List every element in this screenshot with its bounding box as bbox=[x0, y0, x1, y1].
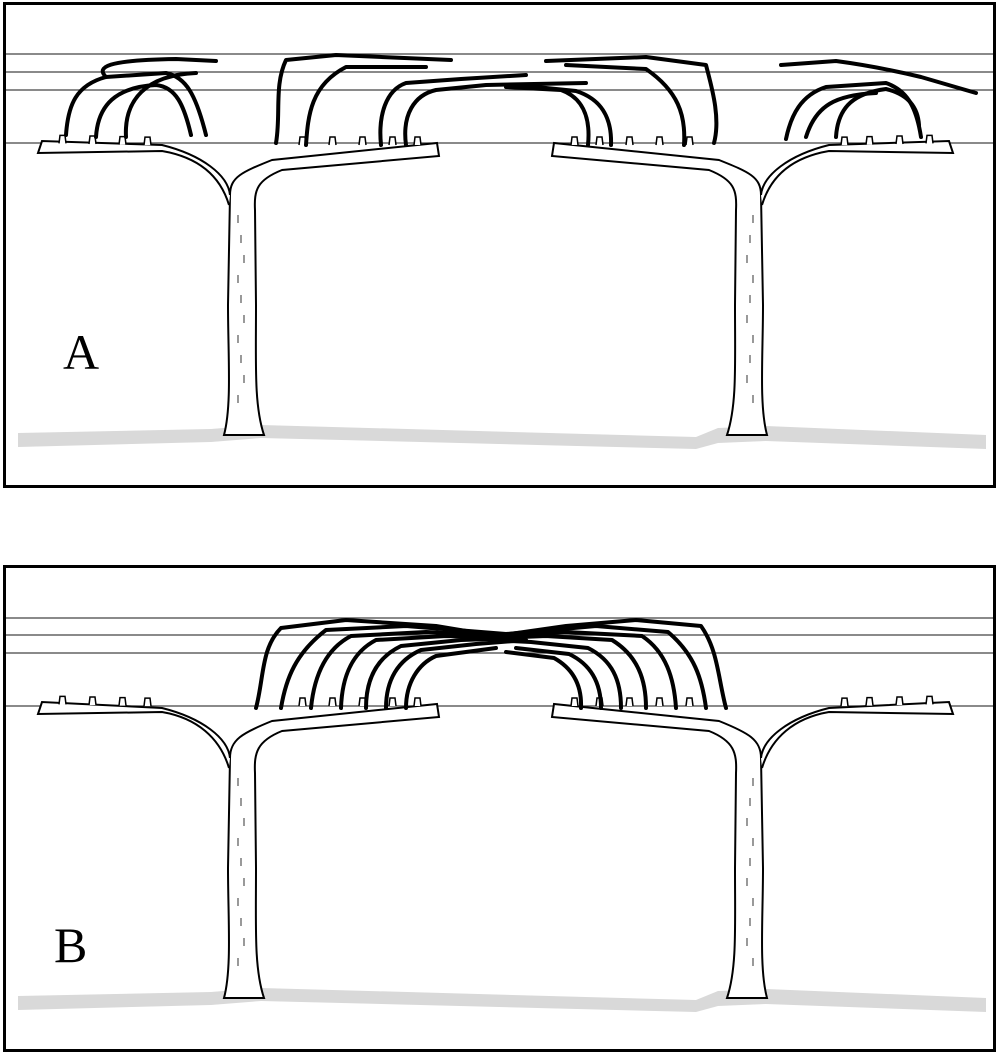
a-cane-2 bbox=[94, 83, 193, 139]
a-cane-15 bbox=[834, 87, 921, 139]
a-cane-6 bbox=[304, 65, 428, 147]
vine-a-right bbox=[550, 134, 955, 436]
b-cane-1 bbox=[254, 618, 498, 710]
vine-spur-b-right-5 bbox=[655, 697, 664, 707]
vine-trunk-b-left bbox=[222, 702, 441, 999]
vine-spur-a-right-8 bbox=[570, 136, 579, 146]
b-cane-4 bbox=[339, 634, 518, 710]
vine-spur-a-right-6 bbox=[625, 136, 634, 146]
a-cane-12 bbox=[544, 55, 719, 145]
a-cane-1 bbox=[64, 71, 208, 137]
vine-trunk-a-left bbox=[222, 141, 441, 436]
vine-spur-b-left-5 bbox=[328, 697, 337, 707]
vine-trunk-b-right bbox=[550, 702, 769, 999]
a-cane-11 bbox=[564, 63, 687, 147]
b-cane-7 bbox=[404, 646, 498, 710]
vine-spur-a-right-3 bbox=[840, 136, 849, 146]
vine-spur-a-left-1 bbox=[88, 135, 97, 145]
b-cane-12 bbox=[489, 638, 623, 710]
vine-spur-a-left-5 bbox=[328, 136, 337, 146]
b-cane-2 bbox=[279, 624, 508, 710]
vine-spur-b-left-3 bbox=[143, 697, 152, 707]
b-cane-13 bbox=[514, 646, 603, 710]
vine-b-left bbox=[36, 695, 441, 999]
vine-spur-a-right-2 bbox=[865, 135, 874, 145]
b-cane-5 bbox=[364, 636, 523, 710]
ground-shadow bbox=[18, 425, 986, 449]
vine-outer-arm-a-right bbox=[760, 139, 955, 206]
vine-a-left bbox=[36, 134, 441, 436]
vine-spur-a-left-0 bbox=[58, 134, 67, 144]
vine-spur-a-left-7 bbox=[388, 136, 397, 146]
vine-spur-a-left-3 bbox=[143, 136, 152, 146]
a-cane-16 bbox=[779, 59, 978, 95]
panel-label-a: A bbox=[63, 324, 100, 380]
vine-spur-b-right-6 bbox=[625, 697, 634, 707]
a-cane-5 bbox=[274, 53, 453, 145]
b-cane-10 bbox=[499, 630, 678, 710]
vine-spur-b-right-8 bbox=[570, 697, 579, 707]
vine-trunk-a-right bbox=[550, 141, 769, 436]
vine-spur-b-left-8 bbox=[413, 697, 422, 707]
vine-spur-a-right-1 bbox=[895, 135, 904, 145]
vine-spur-a-left-8 bbox=[413, 136, 422, 146]
panel-a: A bbox=[3, 2, 996, 488]
vine-spur-b-left-7 bbox=[388, 697, 397, 707]
ground-shadow bbox=[18, 988, 986, 1012]
b-cane-11 bbox=[494, 634, 648, 710]
vine-outer-arm-b-left bbox=[36, 700, 231, 769]
b-cane-3 bbox=[309, 630, 513, 710]
vine-spur-b-right-2 bbox=[865, 696, 874, 706]
a-cane-8 bbox=[403, 81, 588, 147]
vine-spur-b-right-3 bbox=[840, 697, 849, 707]
vine-spur-a-right-5 bbox=[655, 136, 664, 146]
b-cane-6 bbox=[384, 638, 528, 710]
vine-outer-arm-b-right bbox=[760, 700, 955, 769]
a-cane-10 bbox=[514, 83, 614, 147]
vine-spur-b-left-0 bbox=[58, 695, 67, 705]
vine-spur-a-left-2 bbox=[118, 135, 127, 145]
vine-b-right bbox=[550, 695, 955, 999]
vine-spur-a-right-4 bbox=[685, 136, 694, 146]
vine-spur-b-right-4 bbox=[685, 697, 694, 707]
vine-diagram-b bbox=[6, 617, 993, 1012]
vine-spur-a-left-6 bbox=[358, 136, 367, 146]
vine-spur-a-right-0 bbox=[925, 134, 934, 144]
vine-spur-b-left-4 bbox=[298, 697, 307, 707]
vine-outer-arm-a-left bbox=[36, 139, 231, 206]
a-cane-3 bbox=[123, 71, 198, 139]
vine-spur-b-right-1 bbox=[895, 696, 904, 706]
vine-spur-b-left-2 bbox=[118, 696, 127, 706]
a-cane-7 bbox=[378, 73, 528, 147]
vine-spur-b-right-0 bbox=[925, 695, 934, 705]
vine-spur-a-right-7 bbox=[595, 136, 604, 146]
a-cane-4 bbox=[100, 57, 218, 79]
b-cane-14 bbox=[504, 650, 584, 710]
vine-spur-b-left-1 bbox=[88, 696, 97, 706]
vine-diagram-a bbox=[6, 53, 993, 449]
b-cane-9 bbox=[504, 624, 708, 710]
panel-b: B bbox=[3, 565, 996, 1052]
panel-label-b: B bbox=[54, 917, 88, 973]
b-cane-8 bbox=[494, 618, 728, 710]
